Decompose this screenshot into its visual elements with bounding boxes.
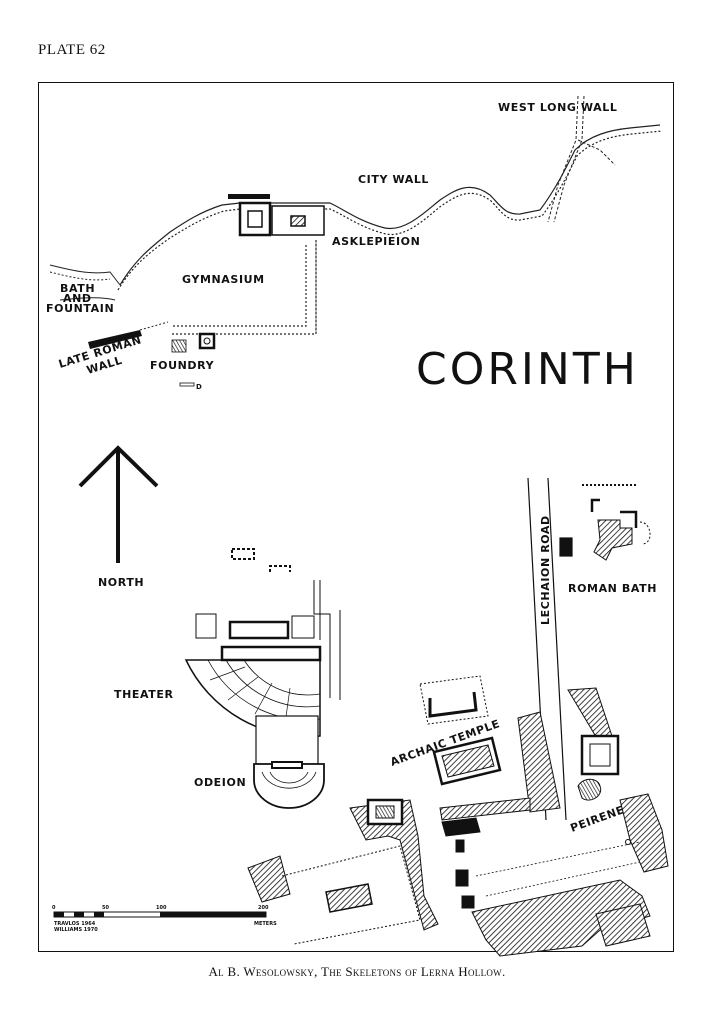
city-wall-line — [117, 124, 663, 291]
caption: Al B. Wesolowsky, The Skeletons of Lerna… — [208, 964, 506, 979]
theater-plan — [184, 548, 341, 738]
odeion-plan — [253, 715, 325, 809]
label-bath: BATH — [60, 282, 95, 295]
label-foundry: FOUNDRY — [150, 359, 215, 372]
forum-complex-plan — [247, 687, 669, 957]
scale-tick-0: 0 — [52, 905, 56, 911]
label-fountain: FOUNTAIN — [46, 302, 114, 315]
roman-bath-plan — [582, 484, 651, 561]
west-long-wall-line — [547, 95, 616, 223]
label-gymnasium: GYMNASIUM — [182, 273, 265, 286]
north-arrow-icon — [78, 445, 159, 563]
scale-tick-50: 50 — [102, 905, 109, 911]
label-peirene: PEIRENE — [569, 803, 627, 835]
scale-bar — [53, 911, 267, 918]
map-frame — [38, 82, 674, 952]
scale-credit-1: TRAVLOS 1964 — [54, 921, 96, 927]
scale-tick-200: 200 — [258, 905, 269, 911]
asklepieion-plan — [228, 194, 325, 237]
map-title: CORINTH — [416, 344, 639, 395]
label-asklepieion: ASKLEPIEION — [332, 235, 420, 248]
scale-unit: METERS — [254, 921, 277, 927]
foundry-plan: D — [171, 332, 216, 391]
scale-credit-2: WILLIAMS 1970 — [54, 927, 98, 933]
gymnasium-plan — [170, 240, 317, 335]
label-lechaion-road: LECHAION ROAD — [539, 515, 552, 625]
label-odeion: ODEION — [194, 776, 246, 789]
archaic-temple-plan — [419, 675, 502, 786]
scale-tick-100: 100 — [156, 905, 167, 911]
west-wall-segment — [49, 264, 121, 301]
label-roman-bath: ROMAN BATH — [568, 582, 657, 595]
label-theater: THEATER — [114, 688, 174, 701]
svg-text:D: D — [196, 383, 202, 391]
label-city-wall: CITY WALL — [358, 173, 429, 186]
late-roman-wall-plan — [88, 321, 169, 349]
label-and: AND — [63, 292, 92, 305]
label-west-long-wall: WEST LONG WALL — [498, 101, 618, 114]
north-label: NORTH — [98, 576, 144, 589]
plate-label: PLATE 62 — [38, 42, 106, 58]
